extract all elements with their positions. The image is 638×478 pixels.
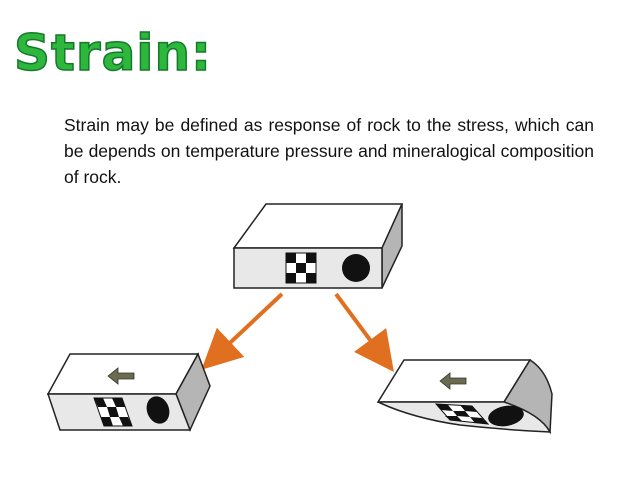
- sheared-ellipse-marker: [146, 396, 170, 424]
- left-orange-arrow: [201, 292, 284, 370]
- bent-shear-arrow-icon: [439, 372, 467, 390]
- shear-arrow-icon: [107, 367, 135, 385]
- checker-marker: [285, 252, 317, 284]
- original-block: [232, 203, 404, 289]
- circle-marker: [342, 254, 370, 282]
- bent-ellipse-marker: [488, 405, 524, 427]
- bent-block: [376, 358, 553, 435]
- slide-title: Strain:: [13, 23, 213, 83]
- slide-body-text: Strain may be defined as response of roc…: [64, 115, 594, 187]
- simple-shear-block: [46, 352, 211, 432]
- original-block-top: [232, 203, 404, 249]
- right-orange-arrow: [334, 292, 394, 373]
- sheared-checker-marker: [93, 397, 133, 427]
- bent-checker-marker: [434, 403, 490, 425]
